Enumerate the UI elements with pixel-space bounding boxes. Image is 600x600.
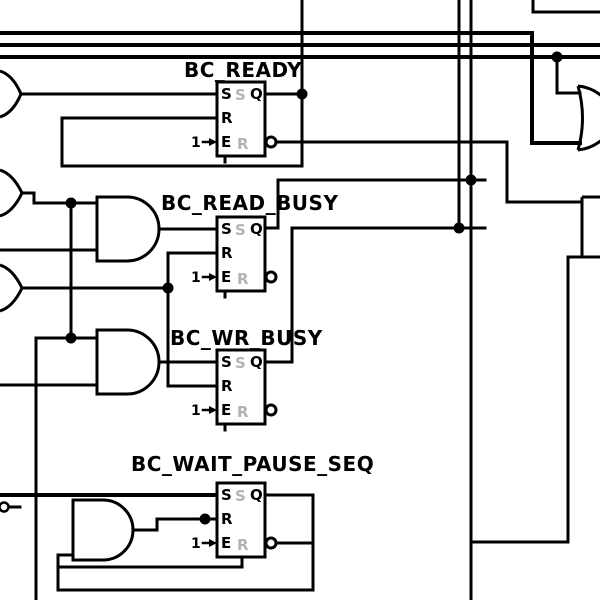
wire-and2-top-input — [34, 336, 99, 600]
pin-e: E — [221, 133, 231, 151]
pin-s-gray: S — [235, 221, 246, 239]
pin-q: Q — [250, 353, 263, 371]
latch-body — [215, 348, 267, 426]
enable-const: 1 — [191, 135, 201, 151]
pin-r: R — [221, 377, 233, 395]
pin-q: Q — [250, 220, 263, 238]
wire-bus-1 — [0, 31, 582, 145]
pin-s: S — [221, 85, 232, 103]
wire-bus3-to-or-gate — [555, 55, 582, 95]
wire-feedback-to-and3 — [56, 553, 75, 592]
inverter-bubble-icon — [264, 403, 278, 417]
inverter-bubble-icon — [0, 501, 10, 513]
pin-q: Q — [250, 486, 263, 504]
enable-const: 1 — [191, 403, 201, 419]
junction-dot — [551, 51, 563, 63]
pin-r-gray: R — [237, 135, 249, 153]
wire-or2-output — [20, 191, 99, 205]
pin-r-gray: R — [237, 536, 249, 554]
or-gate-right-icon — [576, 84, 600, 152]
and-gate-1-icon — [95, 195, 161, 263]
or-gate-1-icon — [0, 69, 23, 119]
pin-r: R — [221, 109, 233, 127]
junction-dot — [453, 222, 465, 234]
or-gate-3-icon — [0, 263, 24, 313]
latch-label: BC_READY — [184, 58, 302, 82]
pin-r: R — [221, 510, 233, 528]
junction-dot — [465, 174, 477, 186]
pin-s-gray: S — [235, 354, 246, 372]
pin-e: E — [221, 268, 231, 286]
inverter-bubble-icon — [264, 536, 278, 550]
wire-qbar-bc-ready-to-box — [274, 140, 584, 204]
pin-q: Q — [250, 85, 263, 103]
and-gate-3-icon — [71, 498, 135, 562]
bc-wait-pause-seq-latch: BC_WAIT_PAUSE_SEQ S S Q R E R 1 — [131, 452, 374, 559]
component-box-right — [568, 195, 600, 259]
pin-s-gray: S — [235, 86, 246, 104]
pin-s: S — [221, 353, 232, 371]
pin-r-gray: R — [237, 403, 249, 421]
bc-ready-latch: BC_READY S S Q R E R 1 — [184, 58, 302, 164]
junction-dot — [65, 332, 77, 344]
wire-q-out-bc-wait — [56, 493, 315, 592]
or-gate-2-icon — [0, 168, 24, 218]
wire-top-right-corner — [531, 0, 600, 14]
pin-s: S — [221, 220, 232, 238]
latch-body — [215, 80, 267, 158]
pin-e: E — [221, 534, 231, 552]
pin-r: R — [221, 244, 233, 262]
junction-dot — [162, 282, 174, 294]
inverter-bubble-icon — [264, 270, 278, 284]
enable-const: 1 — [191, 536, 201, 552]
wire-reset-common — [166, 251, 219, 388]
enable-arrow-icon — [209, 273, 217, 281]
wire-q-out-bc-read-busy — [263, 178, 487, 230]
enable-arrow-icon — [209, 406, 217, 414]
bc-wr-busy-latch: BC_WR_BUSY S S Q R E R 1 — [170, 326, 323, 432]
pin-r-gray: R — [237, 270, 249, 288]
wire-q-out-bc-wr-busy — [263, 226, 487, 364]
latch-body — [215, 481, 267, 559]
latch-label: BC_WAIT_PAUSE_SEQ — [131, 452, 374, 476]
latch-label: BC_WR_BUSY — [170, 326, 323, 350]
inverter-bubble-icon — [264, 135, 278, 149]
wire-q-feedback-bc-ready — [60, 0, 304, 168]
pin-s-gray: S — [235, 487, 246, 505]
junction-dot — [65, 197, 77, 209]
wire-and3-output — [131, 517, 219, 532]
pin-s: S — [221, 486, 232, 504]
enable-arrow-icon — [209, 138, 217, 146]
bc-read-busy-latch: BC_READ_BUSY S S Q R E R 1 — [161, 191, 338, 299]
latch-body — [215, 215, 267, 293]
enable-const: 1 — [191, 270, 201, 286]
pin-e: E — [221, 401, 231, 419]
junction-dot — [296, 88, 308, 100]
latch-label: BC_READ_BUSY — [161, 191, 338, 215]
enable-arrow-icon — [209, 539, 217, 547]
junction-dot — [199, 513, 211, 525]
and-gate-2-icon — [95, 328, 161, 396]
wire-bc-wait-bottom-pin — [56, 555, 244, 569]
